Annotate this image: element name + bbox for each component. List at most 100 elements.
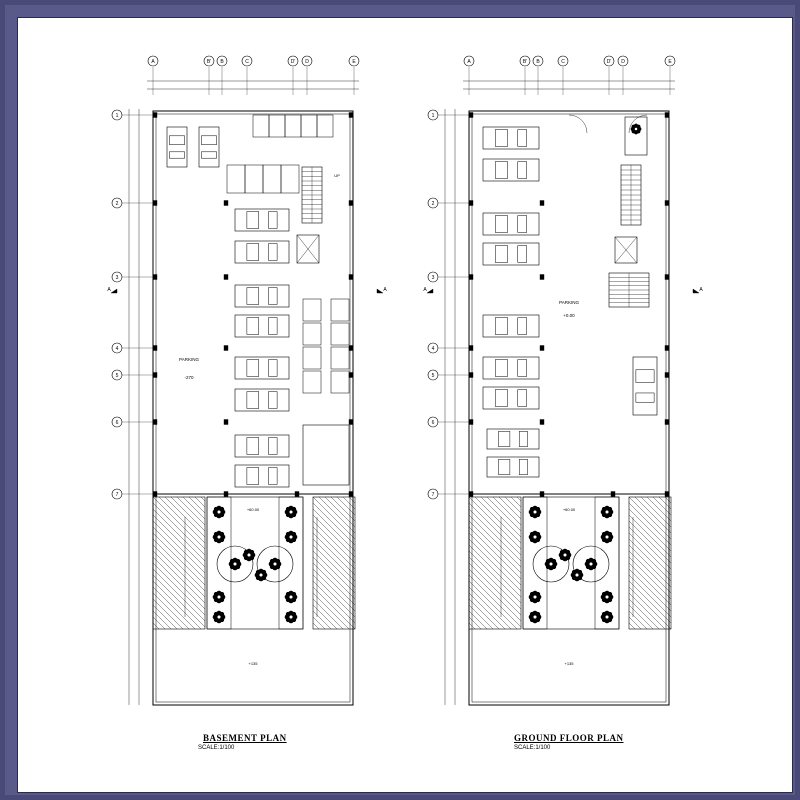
ground-plan-title: GROUND FLOOR PLAN [514,733,624,743]
tree-center [247,553,251,557]
column [468,112,474,118]
grid-column-label: E [352,59,356,65]
hatch-line [152,556,206,610]
car-rear-window [268,467,278,485]
column [539,419,545,425]
hatch-line [342,496,356,510]
hatch-line [628,604,654,630]
storage-room [302,370,322,394]
grid-row-label: 4 [432,346,435,352]
grid-column-label: B [536,59,540,65]
tree-symbol [600,505,614,519]
car-windshield [246,391,260,409]
tree-symbol [528,610,542,624]
car-body [482,242,540,266]
car-windshield [246,243,260,261]
car-windshield [246,437,260,455]
storage-room [302,298,322,322]
car-body [198,126,220,168]
grid-column-label: D' [607,59,612,65]
hatch-line [640,496,672,528]
tree-center [289,535,293,539]
grid-column-bubble [532,55,544,67]
car-windshield [495,389,508,407]
car-windshield [169,135,185,145]
tree-symbol [268,557,282,571]
car-windshield [246,467,260,485]
hatch-line [468,508,522,562]
tree-symbol [584,557,598,571]
hatch-line [312,610,332,630]
elevator-shaft [614,236,638,264]
tree-center [289,615,293,619]
car-body [234,434,290,458]
tree-center [605,595,609,599]
tree-center [289,510,293,514]
tree-center [563,553,567,557]
tree-center [217,535,221,539]
building-outline [152,110,354,706]
column [539,200,545,206]
column [664,491,670,497]
hatch-line [628,538,672,582]
car-windshield [246,317,260,335]
column [664,200,670,206]
hatch-line [468,550,522,604]
car-rear-window [518,459,528,475]
hatch-border [628,496,672,630]
column [152,491,158,497]
tree-symbol [528,530,542,544]
grid-row-label: 2 [116,201,119,207]
hatch-line [468,496,522,550]
grid-row-label: 4 [116,346,119,352]
car-windshield [498,431,511,447]
column [468,274,474,280]
tree-center [605,510,609,514]
tree-symbol [558,548,572,562]
car-body [166,126,188,168]
car-symbol [486,428,540,450]
yard-level-label: +135 [564,661,574,666]
column [468,345,474,351]
hatch-line [468,574,522,628]
fountain-circle [532,545,570,583]
tree-symbol [242,548,256,562]
tree-center [533,510,537,514]
column [152,274,158,280]
grid-row-label: 6 [116,420,119,426]
car-body [482,314,540,338]
car-symbol [632,356,658,416]
car-body [234,388,290,412]
tree-center [605,615,609,619]
hatch-line [152,520,206,574]
car-body [234,314,290,338]
car-symbol [234,284,290,308]
hatch-line [312,532,356,576]
hatch-line [152,526,206,580]
car-symbol [482,356,540,380]
hatch-line [468,598,500,630]
tree-symbol [212,610,226,624]
storage-room [300,114,318,138]
hatch-area-left [468,496,522,630]
hatch-line [312,502,356,546]
elevator-cross [296,234,320,264]
tree-symbol [544,557,558,571]
column [348,372,354,378]
section-label-right: A [383,287,387,293]
hatch-line [516,496,522,502]
hatch-line [468,532,522,586]
car-rear-window [268,317,278,335]
ground-plan-scale: SCALE:1/100 [514,745,551,751]
car-windshield [246,359,260,377]
building-inner-outline [471,113,667,703]
tree-center [217,510,221,514]
car-rear-window [268,243,278,261]
tree-leaf [219,591,225,597]
level-label: +0.00 [563,313,575,318]
hatch-line [634,496,672,534]
tree-symbol [284,610,298,624]
